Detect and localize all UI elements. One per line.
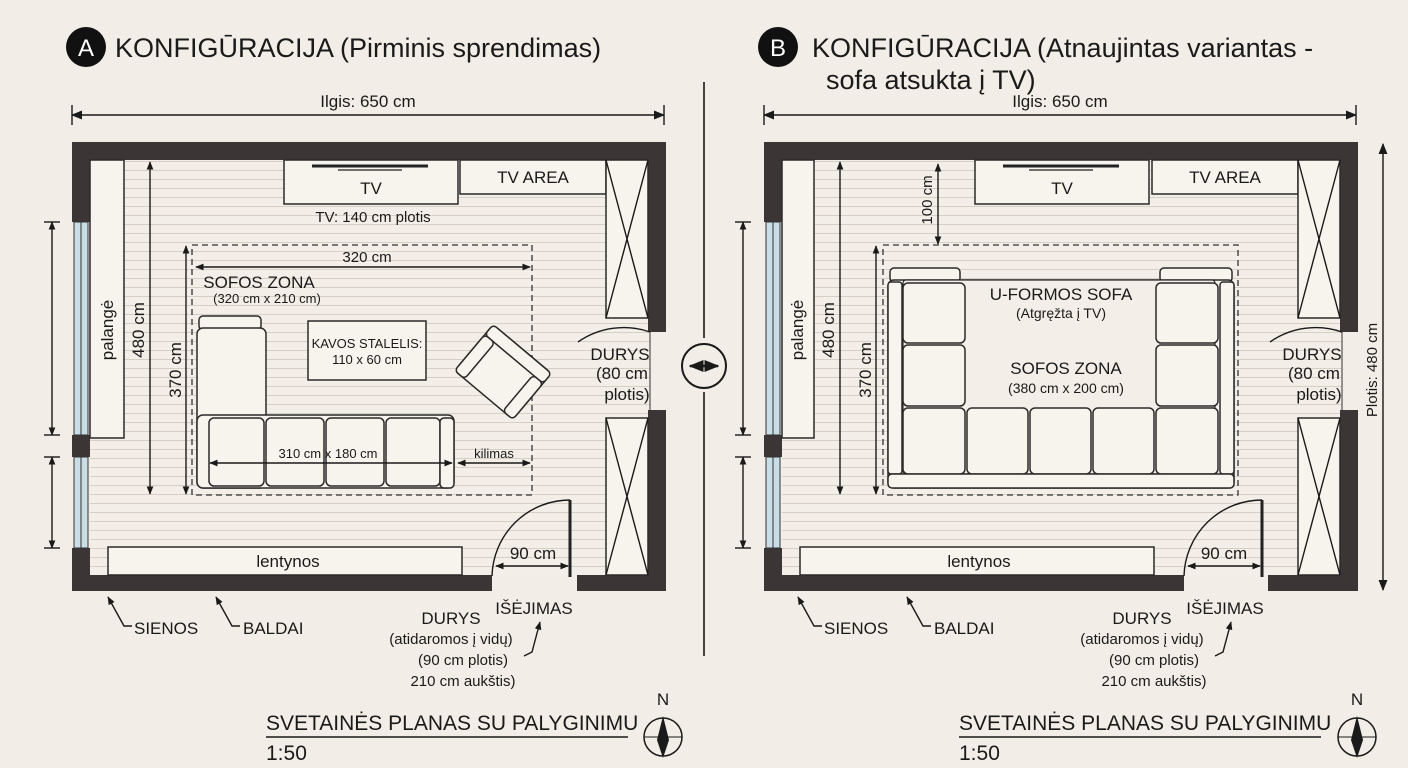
coffee-table-title: KAVOS STALELIS: bbox=[312, 336, 423, 351]
zone-title: SOFOS ZONA bbox=[203, 273, 315, 292]
sofa-size-label: 310 cm x 180 cm bbox=[279, 446, 378, 461]
walls bbox=[764, 142, 1358, 591]
door-line4: 210 cm aukštis) bbox=[410, 673, 515, 690]
plan-a: A KONFIGŪRACIJA (Pirminis sprendimas) Il… bbox=[44, 27, 683, 765]
exit-label: IŠĖJIMAS bbox=[495, 599, 572, 618]
badge-b bbox=[758, 27, 798, 67]
cabinet-bottom bbox=[605, 417, 649, 576]
plan-b-title-line2: sofa atsukta į TV) bbox=[826, 65, 1036, 95]
coffee-table-size: 110 x 60 cm bbox=[332, 352, 402, 367]
walls-label: SIENOS bbox=[824, 619, 888, 638]
plan-b: B KONFIGŪRACIJA (Atnaujintas variantas -… bbox=[735, 27, 1388, 765]
north-compass-icon bbox=[1337, 716, 1377, 758]
plan-a-title: KONFIGŪRACIJA (Pirminis sprendimas) bbox=[115, 33, 601, 63]
room-height-label: 480 cm bbox=[129, 302, 148, 358]
zone-height-label: 370 cm bbox=[856, 342, 875, 398]
tv-area-label: TV AREA bbox=[1189, 168, 1261, 187]
north-compass-icon bbox=[643, 716, 683, 758]
door-title: DURYS bbox=[1112, 609, 1171, 628]
scale-label: 1:50 bbox=[266, 742, 307, 765]
width-label: Plotis: 480 cm bbox=[1364, 323, 1381, 417]
room-height-label: 480 cm bbox=[819, 302, 838, 358]
cabinet-top bbox=[1297, 159, 1341, 319]
window-sill bbox=[89, 159, 125, 439]
furniture-label: BALDAI bbox=[243, 619, 303, 638]
walls bbox=[72, 142, 666, 591]
exit-label: IŠĖJIMAS bbox=[1186, 599, 1263, 618]
door-line2: (atidaromos į vidų) bbox=[389, 631, 512, 648]
l-sofa bbox=[196, 315, 455, 489]
cabinet-bottom bbox=[1297, 417, 1341, 576]
side-door-plotis: plotis) bbox=[604, 385, 649, 404]
footer-title: SVETAINĖS PLANAS SU PALYGINIMU bbox=[266, 712, 638, 735]
side-door-swing bbox=[577, 326, 651, 343]
door-width-label: 90 cm bbox=[1201, 544, 1247, 563]
zone-height-label: 370 cm bbox=[166, 342, 185, 398]
double-arrow-icon bbox=[681, 343, 727, 389]
shelves-label: lentynos bbox=[256, 552, 319, 571]
windows bbox=[765, 221, 781, 549]
badge-b-letter: B bbox=[770, 35, 786, 62]
tv-area bbox=[1151, 159, 1299, 195]
u-sofa bbox=[887, 267, 1235, 489]
door-line4: 210 cm aukštis) bbox=[1101, 673, 1206, 690]
furniture-label: BALDAI bbox=[934, 619, 994, 638]
tv-area-label: TV AREA bbox=[497, 168, 569, 187]
door-line2: (atidaromos į vidų) bbox=[1080, 631, 1203, 648]
badge-a-letter: A bbox=[78, 35, 94, 62]
shelves-label: lentynos bbox=[947, 552, 1010, 571]
door-width-label: 90 cm bbox=[510, 544, 556, 563]
side-door-width: (80 cm bbox=[1288, 364, 1340, 383]
armchair bbox=[455, 325, 551, 419]
side-door-width: (80 cm bbox=[596, 364, 648, 383]
length-label: Ilgis: 650 cm bbox=[1012, 92, 1107, 111]
cabinet-top bbox=[605, 159, 649, 319]
zone-size: (320 cm x 210 cm) bbox=[213, 291, 321, 306]
side-door-plotis: plotis) bbox=[1296, 385, 1341, 404]
shelves bbox=[107, 546, 463, 576]
side-door-swing bbox=[1269, 326, 1343, 343]
sofa-title: U-FORMOS SOFA bbox=[990, 285, 1133, 304]
door-line3: (90 cm plotis) bbox=[1109, 652, 1199, 669]
entrance-door-swing bbox=[1183, 499, 1263, 577]
window-sill bbox=[781, 159, 815, 439]
door-title: DURYS bbox=[421, 609, 480, 628]
sofa-subtitle: (Atgręžta į TV) bbox=[1016, 305, 1106, 321]
coffee-table bbox=[307, 320, 427, 381]
plan-b-title-line1: KONFIGŪRACIJA (Atnaujintas variantas - bbox=[812, 33, 1313, 63]
length-label: Ilgis: 650 cm bbox=[320, 92, 415, 111]
tv-width-label: TV: 140 cm plotis bbox=[315, 209, 430, 226]
side-door-title: DURYS bbox=[590, 345, 649, 364]
walls-label: SIENOS bbox=[134, 619, 198, 638]
zone-title: SOFOS ZONA bbox=[1010, 359, 1122, 378]
tv-label: TV bbox=[1051, 179, 1073, 198]
entrance-door-swing bbox=[491, 499, 571, 577]
badge-a bbox=[66, 27, 106, 67]
north-label: N bbox=[1351, 690, 1363, 709]
shelves bbox=[799, 546, 1155, 576]
rug-label: kilimas bbox=[474, 446, 514, 461]
rug-width-label: 320 cm bbox=[342, 249, 391, 266]
side-door-title: DURYS bbox=[1282, 345, 1341, 364]
door-line3: (90 cm plotis) bbox=[418, 652, 508, 669]
tv-distance-label: 100 cm bbox=[919, 175, 936, 224]
footer-title: SVETAINĖS PLANAS SU PALYGINIMU bbox=[959, 712, 1331, 735]
zone-size: (380 cm x 200 cm) bbox=[1008, 380, 1124, 396]
windows bbox=[73, 221, 89, 549]
window-sill-label: palangė bbox=[788, 300, 807, 361]
scale-label: 1:50 bbox=[959, 742, 1000, 765]
window-sill-label: palangė bbox=[98, 300, 117, 361]
rug bbox=[882, 244, 1239, 496]
north-label: N bbox=[657, 690, 669, 709]
tv-label: TV bbox=[360, 179, 382, 198]
